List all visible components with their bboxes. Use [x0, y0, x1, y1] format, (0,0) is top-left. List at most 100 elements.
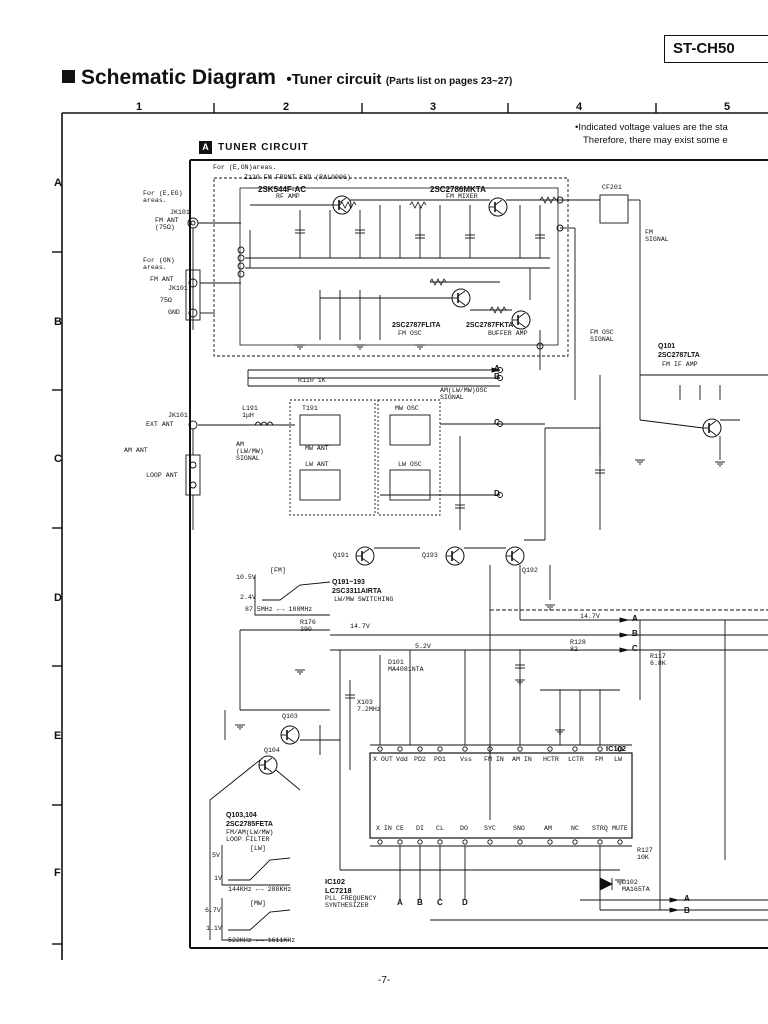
voltage-147: 14.7V	[580, 613, 600, 620]
q103-label: Q103	[282, 713, 298, 720]
osc-part: 2SC2787FLITA	[392, 322, 441, 329]
ic-pin-label: AM IN	[512, 756, 532, 763]
am-signal-label: AM (LW/MW) SIGNAL	[236, 441, 264, 462]
row-letter: D	[54, 592, 62, 604]
fm-osc-label: FM OSC	[398, 330, 422, 337]
d102-label: D102 MA165TA	[622, 879, 650, 893]
section-title: TUNER CIRCUIT	[218, 142, 309, 153]
front-end-label: Z120 FM FRONT END (RAL0006)	[244, 174, 351, 181]
l191-label: L191 1μH	[242, 405, 258, 419]
ic-pin-label: SYC	[484, 825, 496, 832]
q191-label: Q191	[333, 552, 349, 559]
mw-graph-high: 6.7V	[205, 907, 221, 914]
area-note: For (E,GN)areas.	[213, 164, 277, 171]
row-letter: E	[54, 730, 62, 742]
ic-pin-label: STRQ	[592, 825, 608, 832]
ic-pin-label: AM	[544, 825, 552, 832]
bus-letter: A	[684, 894, 690, 903]
q101-label: Q101	[658, 343, 676, 350]
pll-label: PLL FREQUENCY SYNTHESIZER	[325, 895, 377, 909]
ic-pin-label: FM	[595, 756, 603, 763]
r127-label: R127 10K	[637, 847, 653, 861]
loop-ant-label: LOOP ANT	[146, 472, 178, 479]
fm-ant-label: FM ANT	[150, 276, 174, 283]
x103-label: X103 7.2MHz	[357, 699, 381, 713]
ic-pin-label: X OUT	[373, 756, 393, 763]
bus-letter: C	[494, 418, 500, 427]
lw-graph-label: [LW]	[250, 845, 266, 852]
page-subtitle: •Tuner circuit	[286, 71, 382, 88]
parts-note: (Parts list on pages 23~27)	[385, 76, 513, 87]
voltage-147: 14.7V	[350, 623, 370, 630]
column-number: 4	[576, 101, 583, 113]
model-label: ST-CH50	[664, 35, 768, 63]
fm-signal-label: FM SIGNAL	[645, 229, 669, 243]
cf201-label: CF201	[602, 184, 622, 191]
row-letter: F	[54, 867, 61, 879]
ic-pin-label: PD1	[434, 756, 446, 763]
section-mark: A	[199, 141, 212, 154]
fm-graph-low: 2.4V	[240, 594, 256, 601]
bus-letter: A	[397, 898, 403, 907]
lw-osc-label: LW OSC	[398, 461, 422, 468]
q101-part: 2SC2787LTA	[658, 352, 700, 359]
bus-letter: B	[684, 906, 690, 915]
bus-letter: A	[494, 364, 500, 373]
mw-ant-label: MW ANT	[305, 445, 329, 452]
page-header: Schematic Diagram •Tuner circuit (Parts …	[62, 66, 512, 90]
mixer-label: FM MIXER	[446, 193, 478, 200]
bus-letter: D	[462, 898, 468, 907]
ext-ant-label: EXT ANT	[146, 421, 174, 428]
voltage-52: 5.2V	[415, 643, 431, 650]
lw-graph-high: 5V	[212, 852, 220, 859]
bus-letter: B	[417, 898, 423, 907]
page-number: -7-	[378, 975, 391, 986]
ic102-label: IC102	[325, 877, 346, 886]
q191-193-label: Q191~193	[332, 579, 365, 586]
r176-label: R176 390	[300, 619, 316, 633]
lw-graph-low: 1V	[214, 875, 222, 882]
column-number: 3	[430, 101, 437, 113]
column-number: 5	[724, 101, 731, 113]
ic-pin-label: CL	[436, 825, 444, 832]
bus-letter: A	[632, 614, 638, 623]
r110-label: R110 1K	[298, 377, 326, 384]
ic-pin-label: LCTR	[568, 756, 584, 763]
voltage-note-line: •Indicated voltage values are the sta	[575, 122, 728, 133]
mw-graph-label: [MW]	[250, 900, 266, 907]
fm-graph-range: 87.5MHz ←→ 108MHz	[245, 606, 313, 613]
ic-pin-label: LW	[614, 756, 622, 763]
t191-label: T191	[302, 405, 318, 412]
ic-pin-label: HCTR	[543, 756, 559, 763]
ic-pin-label: CE	[396, 825, 404, 832]
ic-pin-label: SNO	[513, 825, 525, 832]
am-ant-label: AM ANT	[124, 447, 148, 454]
r128-label: R128 82	[570, 639, 586, 653]
rf-amp-part: 2SK544F-AC	[258, 185, 307, 194]
header-square-icon	[62, 70, 75, 83]
bus-letter: B	[494, 372, 500, 381]
area-note: For (GN) areas.	[143, 257, 175, 271]
ic-pin-label: Vdd	[396, 756, 408, 763]
q192-label: Q192	[522, 567, 538, 574]
fm-if-amp-label: FM IF AMP	[662, 361, 698, 368]
am-osc-signal-label: AM(LW/MW)OSC SIGNAL	[440, 387, 488, 401]
q103-104-label: Q103,104	[226, 812, 257, 819]
buffer-amp-label: BUFFER AMP	[488, 330, 528, 337]
bus-letter: D	[494, 489, 500, 498]
column-number: 2	[283, 101, 290, 113]
mw-osc-label: MW OSC	[395, 405, 419, 412]
d101-label: D101 MA4081NTA	[388, 659, 424, 673]
q193-label: Q193	[422, 552, 438, 559]
mw-graph-low: 1.1V	[206, 925, 222, 932]
jk101-label: JK101	[168, 412, 188, 419]
area-note: For (E,EG) areas.	[143, 190, 183, 204]
mw-graph-range: 522KHz ←→ 1611KHz	[228, 937, 296, 944]
lw-mw-switching-label: LW/MW SWITCHING	[334, 596, 394, 603]
fm-graph-label: [FM]	[270, 567, 286, 574]
ic-pin-label: NC	[571, 825, 579, 832]
ic-pin-label: X IN	[376, 825, 392, 832]
ic-pin-label: DI	[416, 825, 424, 832]
ic-pin-label: MUTE	[612, 825, 628, 832]
ic-pin-label: FM IN	[484, 756, 504, 763]
